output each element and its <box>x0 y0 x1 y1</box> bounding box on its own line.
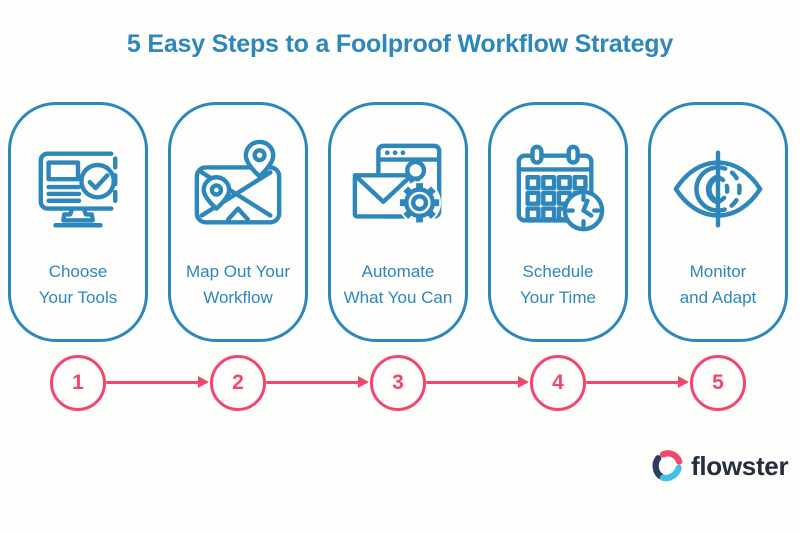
step-card-monitor-and-adapt: Monitor and Adapt <box>648 102 788 342</box>
arrow-connector-1 <box>106 376 209 388</box>
monitor-check-icon <box>29 139 127 239</box>
arrow-connector-3 <box>426 376 529 388</box>
step-label-line2: Your Tools <box>38 288 118 307</box>
step-number-circle-3: 3 <box>370 355 426 411</box>
step-label-line2: Workflow <box>203 288 273 307</box>
arrow-connector-4 <box>586 376 689 388</box>
step-card-map-out-your-workflow: Map Out Your Workflow <box>168 102 308 342</box>
step-label: Automate What You Can <box>344 259 453 311</box>
steps-row: Choose Your Tools Map Out Your Workfl <box>8 102 788 342</box>
step-label: Map Out Your Workflow <box>186 259 290 311</box>
step-card-schedule-your-time: Schedule Your Time <box>488 102 628 342</box>
step-label-line1: Choose <box>48 262 108 281</box>
step-label: Schedule Your Time <box>520 259 596 311</box>
step-number: 3 <box>392 371 404 394</box>
step-label-line2: Your Time <box>520 288 596 307</box>
envelope-gear-icon <box>349 139 447 239</box>
step-label-line1: Map Out Your <box>186 262 290 281</box>
step-number-circle-2: 2 <box>210 355 266 411</box>
step-card-choose-your-tools: Choose Your Tools <box>8 102 148 342</box>
flowster-logo-text: flowster <box>691 451 789 481</box>
step-label-line1: Monitor <box>689 262 747 281</box>
page-title: 5 Easy Steps to a Foolproof Workflow Str… <box>126 30 674 58</box>
step-number-circle-1: 1 <box>50 355 106 411</box>
step-number-circle-5: 5 <box>690 355 746 411</box>
step-label-line1: Automate <box>361 262 435 281</box>
flowster-logo-icon <box>649 449 684 484</box>
step-number: 4 <box>552 371 564 394</box>
eye-icon <box>669 139 767 239</box>
map-pins-icon <box>189 139 287 239</box>
calendar-clock-icon <box>509 139 607 239</box>
step-number: 5 <box>712 371 724 394</box>
step-label-line1: Schedule <box>522 262 594 281</box>
step-number: 2 <box>232 371 244 394</box>
step-label: Monitor and Adapt <box>680 259 757 311</box>
step-number-circle-4: 4 <box>530 355 586 411</box>
step-label-line2: What You Can <box>343 288 453 307</box>
step-number: 1 <box>72 371 84 394</box>
flowster-logo: flowster <box>649 449 789 484</box>
step-label: Choose Your Tools <box>39 259 117 311</box>
step-card-automate-what-you-can: Automate What You Can <box>328 102 468 342</box>
step-label-line2: and Adapt <box>679 288 757 307</box>
arrow-connector-2 <box>266 376 369 388</box>
